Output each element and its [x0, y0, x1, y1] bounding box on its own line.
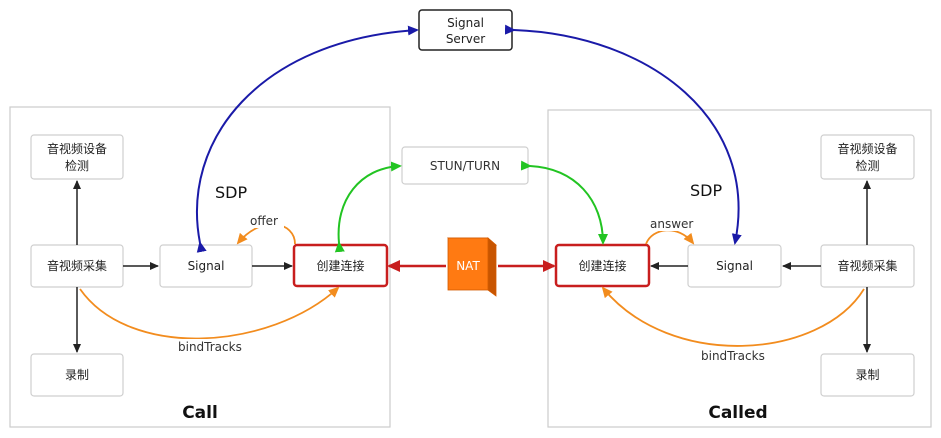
call-signal-node: Signal [159, 244, 253, 288]
called-signal-label: Signal [716, 259, 753, 273]
call-device-check-line1: 音视频设备 [47, 141, 107, 156]
stun-turn-label: STUN/TURN [430, 159, 500, 173]
stun-turn-node: STUN/TURN [401, 146, 529, 185]
call-device-check-line2: 检测 [65, 158, 89, 173]
called-bindtracks-label: bindTracks [701, 349, 765, 363]
call-bindtracks-arc [79, 286, 340, 340]
called-create-connection-label: 创建连接 [578, 258, 626, 273]
call-device-check-node: 音视频设备 检测 [30, 134, 124, 180]
called-sdp-label: SDP [690, 181, 722, 200]
call-capture-node: 音视频采集 [30, 244, 124, 288]
called-stun-arc [520, 160, 608, 245]
call-capture-label: 音视频采集 [47, 258, 107, 273]
nat-node: NAT [446, 237, 498, 297]
called-title: Called [708, 403, 767, 423]
called-record-node: 录制 [820, 353, 915, 397]
signal-server-line1: Signal [447, 16, 484, 30]
call-offer-label: offer [250, 214, 278, 228]
called-capture-node: 音视频采集 [820, 244, 915, 288]
called-sdp-arc [504, 24, 742, 245]
call-record-label: 录制 [65, 368, 89, 382]
called-record-label: 录制 [855, 368, 879, 382]
called-device-check-line2: 检测 [855, 158, 879, 173]
called-bindtracks-arc [601, 286, 865, 347]
call-bindtracks-label: bindTracks [178, 340, 242, 354]
call-sdp-label: SDP [215, 183, 247, 202]
called-answer-label: answer [650, 217, 693, 231]
call-signal-label: Signal [188, 259, 225, 273]
call-sdp-arc [195, 25, 419, 253]
signal-server-node: Signal Server [418, 9, 513, 51]
call-record-node: 录制 [30, 353, 124, 397]
call-title: Call [182, 403, 218, 423]
called-signal-node: Signal [687, 244, 782, 288]
called-device-check-line1: 音视频设备 [837, 141, 897, 156]
signal-server-line2: Server [446, 32, 485, 46]
call-stun-arc [334, 161, 402, 253]
call-create-connection-label: 创建连接 [316, 258, 364, 273]
call-create-connection-node: 创建连接 [292, 243, 389, 288]
called-capture-label: 音视频采集 [837, 258, 897, 273]
called-create-connection-node: 创建连接 [554, 243, 651, 288]
called-device-check-node: 音视频设备 检测 [820, 134, 915, 180]
nat-label: NAT [456, 259, 480, 273]
